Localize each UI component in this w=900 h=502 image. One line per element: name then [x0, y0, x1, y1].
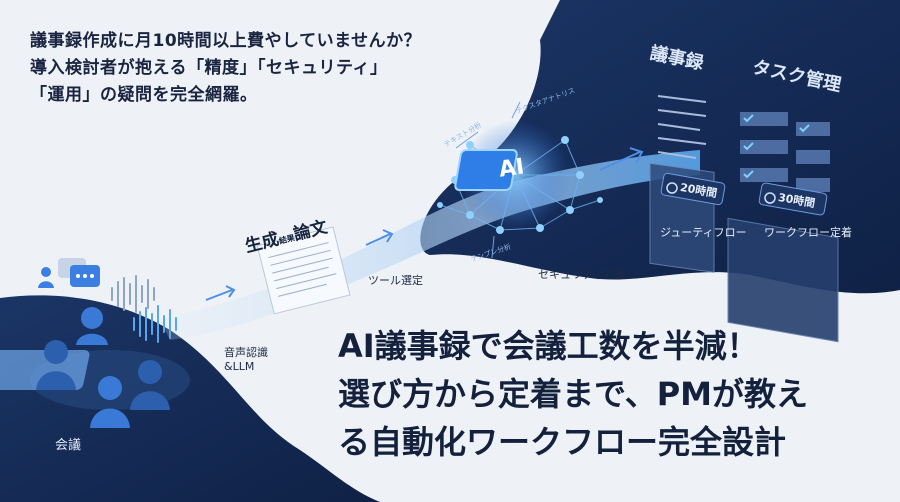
intro-line-2: 導入検討者が抱える「精度」「セキュリティ」 — [30, 58, 388, 78]
headline-line-1: AI議事録で会議工数を半減！ — [338, 327, 759, 365]
navy-region-bottom — [0, 295, 380, 502]
user-icon — [38, 267, 54, 288]
meeting-label: 会議 — [55, 438, 82, 453]
soundwave-icon-blue — [133, 305, 177, 343]
speech-label-line-2: &LLM — [224, 360, 255, 373]
soundwave-icon — [111, 275, 155, 313]
chat-bubble-icon — [58, 258, 100, 287]
annotation-lines — [455, 101, 521, 259]
headline: AI議事録で会議工数を半減！ 選び方から定着まで、PMが教え る自動化ワークフロ… — [338, 322, 808, 466]
intro-line-3: 「運用」の疑問を完全網羅。 — [30, 85, 258, 105]
task-panel — [727, 112, 839, 343]
timer-pill-right — [758, 182, 828, 216]
intro-line-1: 議事録作成に月10時間以上費やしていませんか？ — [30, 31, 422, 51]
document-stack — [256, 226, 351, 315]
speech-recognition-label: 音声認識 &LLM — [224, 344, 268, 373]
headline-line-2: 選び方から定着まで、PMが教え — [338, 375, 809, 413]
timer-pill-left — [660, 172, 726, 206]
adoption-label: ワークフロー定着 — [764, 226, 852, 239]
ai-chip-icon — [454, 149, 518, 191]
ai-chip-label: AI — [497, 154, 526, 183]
meeting-scene — [0, 307, 190, 428]
speech-label-line-1: 音声認識 — [224, 346, 268, 359]
intro-text: 議事録作成に月10時間以上費やしていませんか？ 導入検討者が抱える「精度」「セキ… — [30, 28, 421, 109]
arrow-icon — [205, 147, 644, 301]
security-label: セキュリティ対策 — [538, 268, 626, 281]
tool-selection-label: ツール選定 — [368, 274, 423, 287]
workflow-label: ジューティフロー — [660, 226, 747, 239]
headline-line-3: る自動化ワークフロー完全設計 — [338, 423, 787, 461]
